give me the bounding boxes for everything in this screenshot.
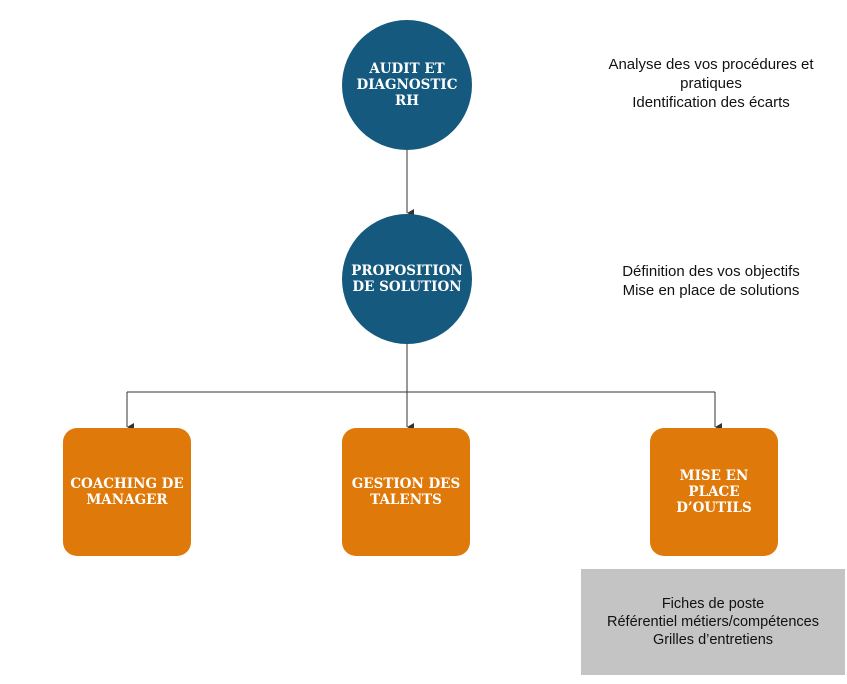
- node-gestion-line-2: TALENTS: [370, 492, 442, 508]
- note-audit-line-1: Analyse des vos procédures et: [608, 56, 814, 73]
- note-audit: Analyse des vos procédures et pratiques …: [576, 55, 846, 112]
- node-audit-diagnostic: AUDIT ET DIAGNOSTIC RH: [342, 20, 472, 150]
- node-audit-label: AUDIT ET DIAGNOSTIC RH: [357, 61, 458, 109]
- note-outils-line-2: Référentiel métiers/compétences: [607, 614, 819, 630]
- node-audit-line-1: AUDIT ET: [369, 61, 445, 77]
- node-gestion-talents: GESTION DES TALENTS: [342, 428, 470, 556]
- node-proposition-solution: PROPOSITION DE SOLUTION: [342, 214, 472, 344]
- node-proposition-line-2: DE SOLUTION: [352, 279, 462, 295]
- node-audit-line-3: RH: [395, 93, 419, 109]
- note-outils-line-3: Grilles d’entretiens: [652, 632, 774, 648]
- node-coaching-line-2: MANAGER: [86, 492, 168, 508]
- node-outils-line-1: MISE EN PLACE: [679, 468, 749, 500]
- note-outils-line-1: Fiches de poste: [661, 596, 765, 612]
- note-audit-line-3: Identification des écarts: [632, 94, 790, 111]
- note-proposition-line-2: Mise en place de solutions: [622, 282, 800, 299]
- node-audit-line-2: DIAGNOSTIC: [356, 77, 458, 93]
- node-mise-en-place-outils: MISE EN PLACE D’OUTILS: [650, 428, 778, 556]
- node-coaching-line-1: COACHING DE: [70, 476, 184, 492]
- note-proposition: Définition des vos objectifs Mise en pla…: [576, 262, 846, 300]
- node-outils-label: MISE EN PLACE D’OUTILS: [656, 468, 772, 516]
- note-proposition-line-1: Définition des vos objectifs: [622, 263, 800, 280]
- node-gestion-label: GESTION DES TALENTS: [352, 476, 460, 508]
- note-audit-line-2: pratiques: [680, 75, 742, 92]
- node-gestion-line-1: GESTION DES: [351, 476, 461, 492]
- node-proposition-label: PROPOSITION DE SOLUTION: [351, 263, 463, 295]
- node-proposition-line-1: PROPOSITION: [351, 263, 463, 279]
- node-outils-line-2: D’OUTILS: [676, 500, 752, 516]
- node-coaching-label: COACHING DE MANAGER: [70, 476, 183, 508]
- node-coaching-manager: COACHING DE MANAGER: [63, 428, 191, 556]
- note-outils-panel: Fiches de poste Référentiel métiers/comp…: [581, 569, 845, 675]
